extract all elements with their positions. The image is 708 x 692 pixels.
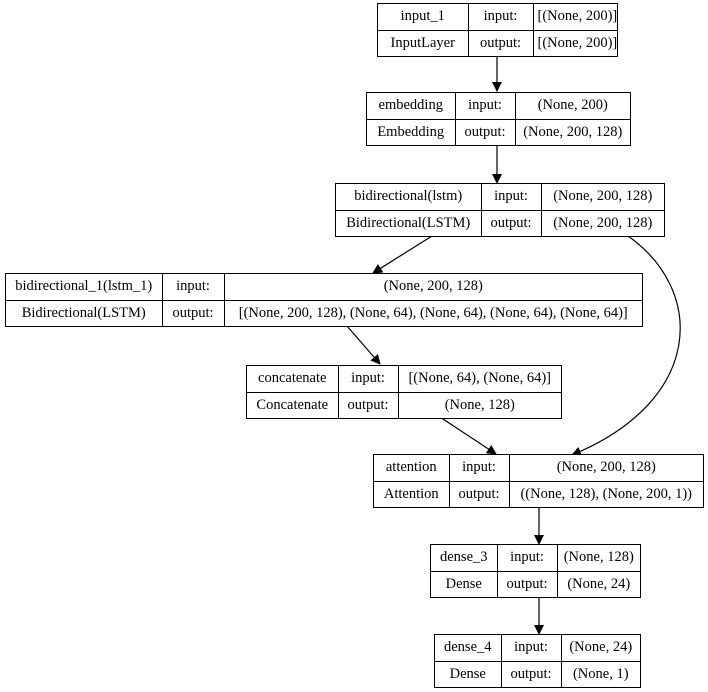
output-label: output: — [480, 209, 542, 236]
layer-name: attention — [374, 455, 450, 482]
input-shape: (None, 200, 128) — [508, 455, 703, 482]
node-bidirectional-lstm: bidirectional(lstm) input: (None, 200, 1… — [335, 183, 665, 237]
input-label: input: — [500, 635, 562, 662]
input-label: input: — [448, 455, 510, 482]
output-label: output: — [500, 660, 562, 687]
layer-type: Attention — [374, 480, 450, 507]
output-label: output: — [161, 299, 225, 326]
output-shape: (None, 200, 128) — [514, 118, 630, 145]
input-shape: [(None, 64), (None, 64)] — [397, 366, 561, 393]
output-label: output: — [496, 570, 558, 597]
output-shape: (None, 24) — [556, 570, 640, 597]
output-label: output: — [337, 391, 399, 418]
layer-type: InputLayer — [378, 29, 469, 56]
output-shape: [(None, 200, 128), (None, 64), (None, 64… — [223, 299, 642, 326]
layer-type: Concatenate — [247, 391, 339, 418]
input-shape: (None, 128) — [556, 545, 640, 572]
node-bidirectional-1-lstm-1: bidirectional_1(lstm_1) input: (None, 20… — [5, 273, 643, 327]
input-shape: (None, 200, 128) — [540, 184, 664, 211]
output-label: output: — [467, 29, 534, 56]
layer-type: Bidirectional(LSTM) — [336, 209, 482, 236]
input-label: input: — [337, 366, 399, 393]
edge-concatenate-to-attention — [439, 416, 497, 455]
node-attention: attention input: (None, 200, 128) Attent… — [373, 454, 704, 508]
output-shape: (None, 128) — [397, 391, 561, 418]
input-shape: [(None, 200)] — [532, 4, 617, 31]
layer-name: dense_4 — [435, 635, 502, 662]
layer-type: Bidirectional(LSTM) — [6, 299, 163, 326]
input-label: input: — [496, 545, 558, 572]
layer-name: bidirectional(lstm) — [336, 184, 482, 211]
layer-name: bidirectional_1(lstm_1) — [6, 274, 163, 301]
layer-type: Embedding — [367, 118, 456, 145]
input-shape: (None, 24) — [560, 635, 640, 662]
edge-bidirectional-to-attention — [571, 235, 681, 457]
output-shape: (None, 200, 128) — [540, 209, 664, 236]
input-label: input: — [454, 93, 516, 120]
input-shape: (None, 200) — [514, 93, 630, 120]
output-shape: [(None, 200)] — [532, 29, 617, 56]
output-shape: ((None, 128), (None, 200, 1)) — [508, 480, 703, 507]
input-shape: (None, 200, 128) — [223, 274, 642, 301]
input-label: input: — [161, 274, 225, 301]
output-label: output: — [454, 118, 516, 145]
layer-name: input_1 — [378, 4, 469, 31]
layer-type: Dense — [435, 660, 502, 687]
input-label: input: — [480, 184, 542, 211]
edge-bidirectional-1-to-concatenate — [346, 325, 381, 365]
output-label: output: — [448, 480, 510, 507]
layer-name: embedding — [367, 93, 456, 120]
node-dense-3: dense_3 input: (None, 128) Dense output:… — [430, 544, 641, 598]
edge-bidirectional-to-bidirectional-1 — [372, 235, 433, 274]
input-label: input: — [467, 4, 534, 31]
node-embedding: embedding input: (None, 200) Embedding o… — [366, 92, 631, 146]
output-shape: (None, 1) — [560, 660, 640, 687]
layer-name: dense_3 — [431, 545, 498, 572]
node-dense-4: dense_4 input: (None, 24) Dense output: … — [434, 634, 641, 688]
node-concatenate: concatenate input: [(None, 64), (None, 6… — [246, 365, 562, 419]
layer-name: concatenate — [247, 366, 339, 393]
node-input-1: input_1 input: [(None, 200)] InputLayer … — [377, 3, 618, 57]
layer-type: Dense — [431, 570, 498, 597]
